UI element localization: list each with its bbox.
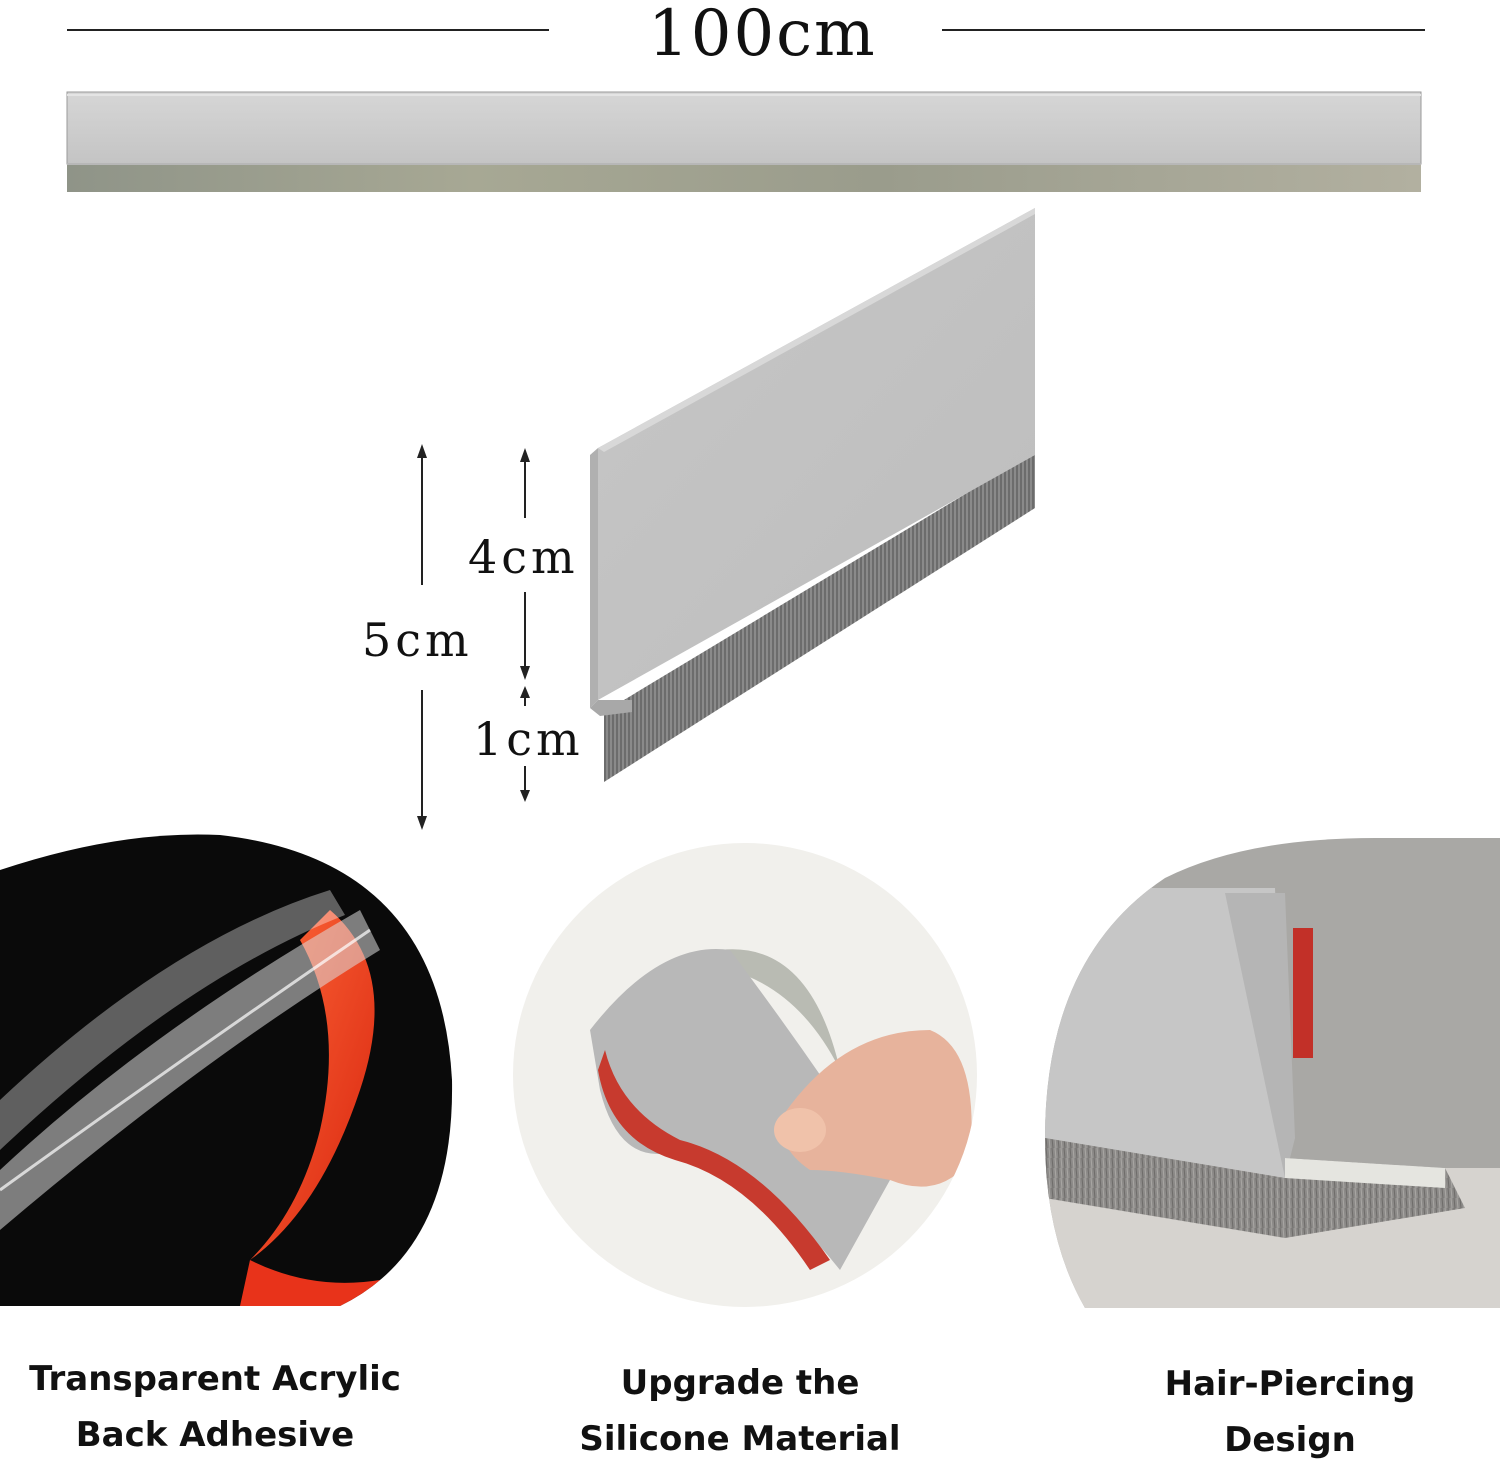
caption-line-2: Silicone Material <box>579 1419 901 1459</box>
door-strip-full-length <box>66 91 1422 192</box>
feature-caption-silicone: Upgrade the Silicone Material <box>520 1355 960 1467</box>
feature-caption-hair-piercing: Hair-Piercing Design <box>1110 1356 1470 1468</box>
caption-line-1: Hair-Piercing <box>1164 1364 1416 1404</box>
total-height-arrow <box>417 444 427 830</box>
silicone-strip-photo <box>513 843 977 1307</box>
strip-height-label: 4cm <box>468 530 579 584</box>
strip-height-arrow <box>520 448 530 680</box>
feature-caption-adhesive: Transparent Acrylic Back Adhesive <box>0 1351 430 1463</box>
adhesive-tape-photo <box>0 834 453 1306</box>
length-line-right <box>942 29 1425 31</box>
caption-line-2: Design <box>1224 1420 1356 1460</box>
length-label: 100cm <box>648 0 877 71</box>
length-line-left <box>67 29 549 31</box>
caption-line-1: Transparent Acrylic <box>29 1359 401 1399</box>
brush-height-label: 1cm <box>473 712 584 766</box>
caption-line-1: Upgrade the <box>620 1363 860 1403</box>
total-height-label: 5cm <box>362 613 473 667</box>
brush-detail-photo <box>1045 838 1500 1308</box>
door-strip-side-view <box>590 208 1035 782</box>
brush-height-arrow <box>520 686 530 802</box>
caption-line-2: Back Adhesive <box>75 1415 355 1455</box>
